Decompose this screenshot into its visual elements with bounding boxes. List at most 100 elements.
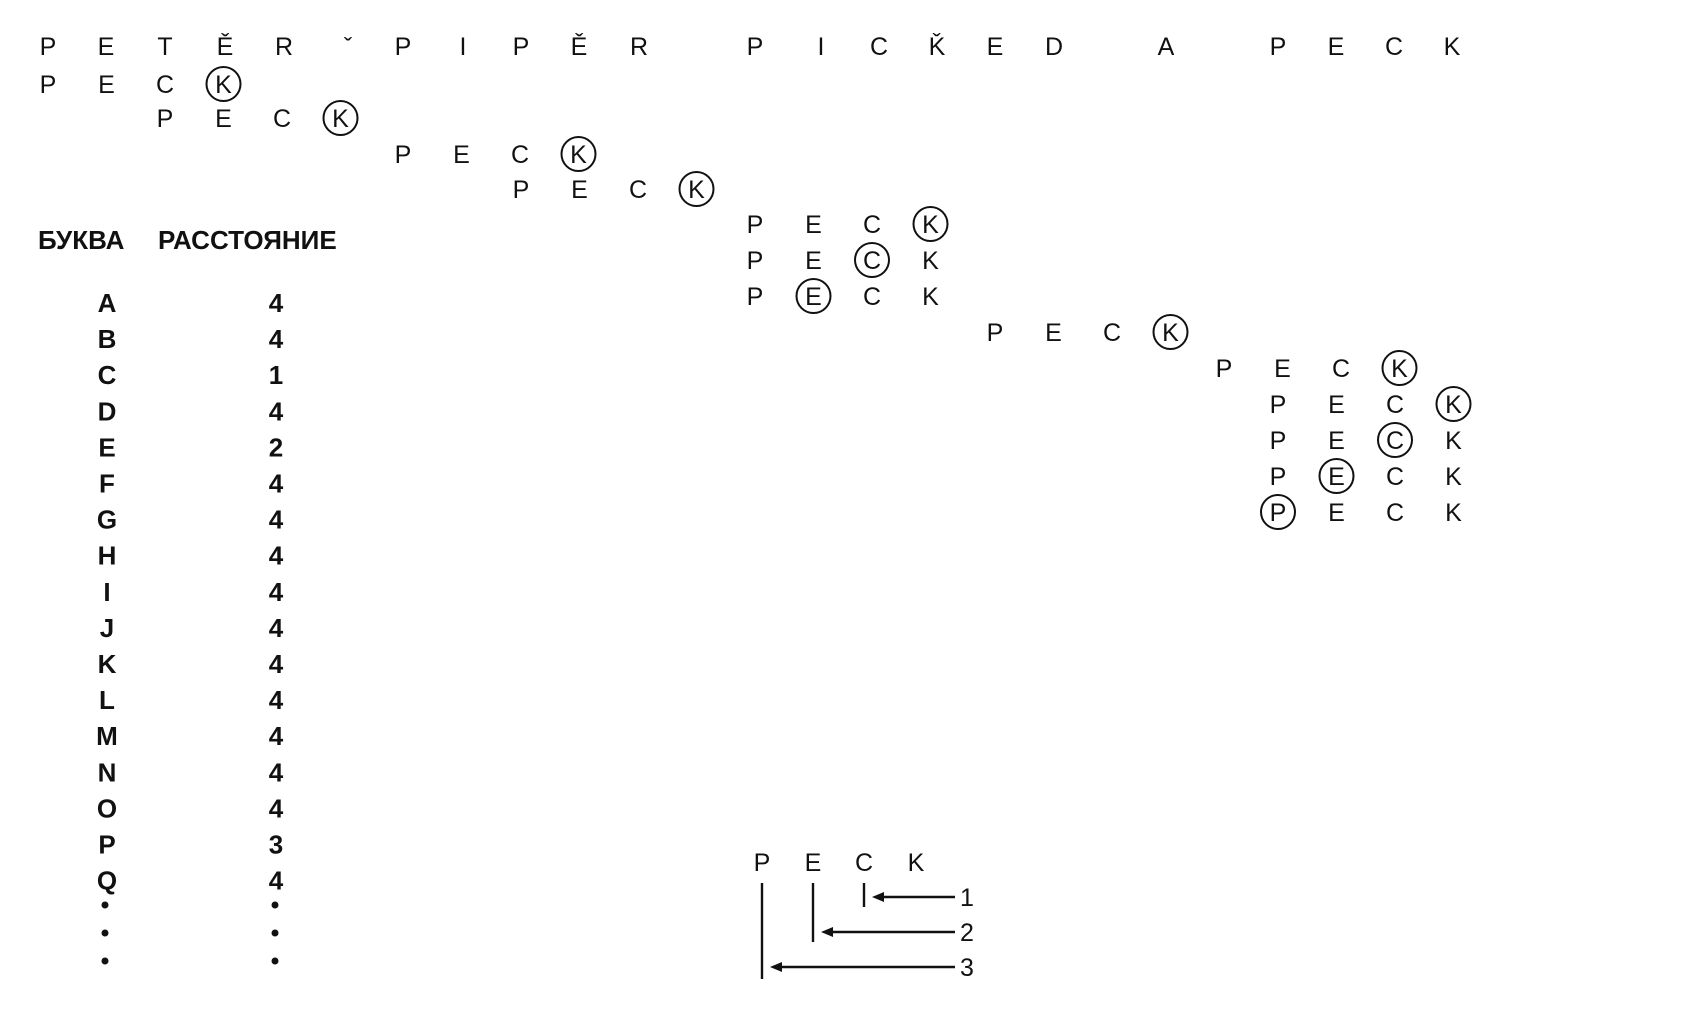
pattern-letter: P [1270, 499, 1287, 527]
pattern-letter: K [1391, 355, 1408, 383]
arrow-label: 3 [960, 954, 974, 982]
pattern-letter: C [1386, 463, 1404, 491]
pattern-letter: E [805, 211, 822, 239]
pattern-letter: P [1270, 391, 1287, 419]
header-letter: P [513, 33, 530, 61]
pattern-letter: E [1045, 319, 1062, 347]
word-letter: C [855, 849, 873, 877]
mismatch-circle [1435, 386, 1472, 422]
table-letter: E [98, 432, 115, 462]
table-letter: M [96, 721, 118, 751]
table-distance: 4 [269, 613, 284, 643]
table-distance: 4 [269, 505, 284, 535]
table-letter: Q [97, 866, 117, 896]
header-letter: E [1328, 33, 1345, 61]
pattern-letter: P [1270, 463, 1287, 491]
table-letter: B [98, 324, 117, 354]
header-letter: E [987, 33, 1004, 61]
table-letter: I [103, 577, 110, 607]
header-letter: K [1444, 33, 1461, 61]
table-distance: 4 [269, 324, 284, 354]
table-distance: 4 [269, 793, 284, 823]
table-distance: 4 [269, 577, 284, 607]
pattern-letter: C [156, 71, 174, 99]
pattern-letter: P [395, 141, 412, 169]
pattern-letter: P [747, 211, 764, 239]
mismatch-circle [912, 206, 949, 242]
table-distance: 2 [269, 432, 283, 462]
arrow-label: 2 [960, 919, 974, 947]
pattern-letter: P [513, 176, 530, 204]
pattern-letter: C [511, 141, 529, 169]
mismatch-circle [854, 242, 890, 278]
table-distance: 4 [269, 396, 284, 426]
table-distance: 3 [269, 830, 283, 860]
arrow-head [872, 892, 884, 902]
header-letter: C [870, 33, 888, 61]
table-ellipsis [101, 901, 279, 965]
header-letter: Ě [571, 32, 588, 61]
pattern-letter: C [1386, 427, 1404, 455]
table-header-letter: БУКВА [38, 225, 125, 255]
pattern-letter: K [1162, 319, 1179, 347]
table-letter: K [98, 649, 117, 679]
table-distance: 4 [269, 685, 284, 715]
mismatch-circle [1381, 350, 1418, 386]
table-letter: L [99, 685, 115, 715]
mismatch-circle [205, 66, 242, 102]
header-letter: R [275, 33, 293, 61]
table-letter: J [100, 613, 114, 643]
mismatch-circle [678, 171, 715, 207]
pattern-letter: C [863, 247, 881, 275]
pattern-letter: E [571, 176, 588, 204]
pattern-letter: K [1445, 427, 1462, 455]
pattern-letter: P [40, 71, 57, 99]
pattern-letter: K [215, 71, 232, 99]
header-letter: P [747, 33, 764, 61]
table-letter: A [98, 288, 117, 318]
table-letter: D [98, 396, 117, 426]
header-letter: R [630, 33, 648, 61]
table-letter: P [98, 830, 115, 860]
pattern-letter: P [1216, 355, 1233, 383]
pattern-letter: E [1328, 427, 1345, 455]
word-letter: K [908, 849, 925, 877]
header-letter: I [818, 33, 825, 61]
pattern-letter: P [157, 105, 174, 133]
arrow-head [770, 962, 782, 972]
table-letter: H [98, 541, 117, 571]
pattern-letter: E [1274, 355, 1291, 383]
pattern-letter: K [1445, 391, 1462, 419]
mismatch-circle [1152, 314, 1189, 350]
header-letter: ˇ [344, 33, 353, 61]
